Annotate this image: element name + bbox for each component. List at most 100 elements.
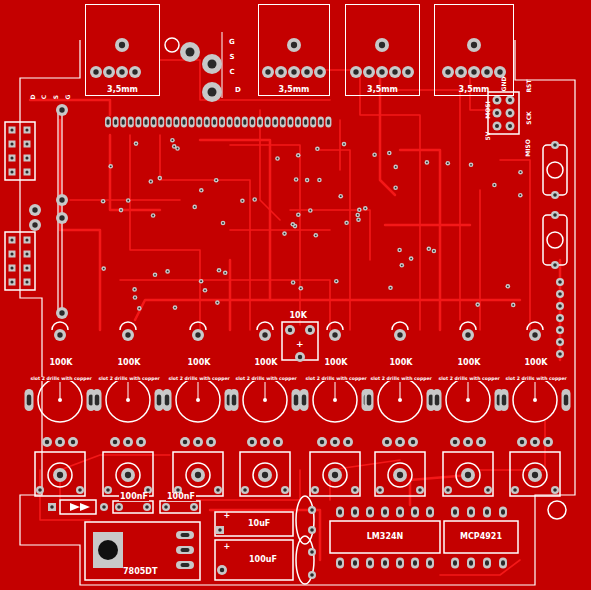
via-hole	[340, 195, 342, 197]
copper-trace	[230, 229, 330, 231]
drill-slot	[167, 119, 170, 125]
solder-pad	[234, 117, 240, 128]
solder-pad	[55, 437, 65, 447]
drill-hole	[486, 488, 490, 492]
pot-center	[263, 398, 267, 402]
solder-pad	[25, 389, 34, 411]
solder-pad	[180, 437, 190, 447]
drill-hole	[558, 328, 562, 332]
drill-hole	[195, 472, 201, 478]
pot-center	[533, 398, 537, 402]
solder-pad	[93, 389, 102, 411]
drill-hole	[398, 440, 403, 445]
via-hole	[167, 271, 169, 273]
drill-hole	[385, 440, 390, 445]
via	[305, 178, 310, 183]
drill-hole	[532, 472, 538, 478]
drill-hole	[196, 440, 201, 445]
drill-hole	[558, 304, 562, 308]
solder-pad	[336, 507, 344, 518]
jack-outline	[323, 463, 347, 487]
pot-marker	[400, 382, 401, 400]
solder-pad	[394, 329, 406, 341]
jack-footprint: 3,5mm	[85, 4, 160, 96]
pot-body	[513, 378, 557, 422]
polarity-mark: +	[224, 543, 231, 551]
solder-pad	[336, 558, 344, 569]
capacitor-outline	[215, 512, 293, 536]
solder-pad	[173, 117, 179, 128]
solder-pad	[462, 329, 474, 341]
solder-pad	[163, 389, 172, 411]
drill-hole	[263, 440, 268, 445]
solder-pad	[241, 486, 249, 494]
via-hole	[217, 302, 219, 304]
via	[133, 295, 138, 300]
pot-center	[196, 398, 200, 402]
solder-pad	[396, 507, 404, 518]
solder-pad	[158, 117, 164, 128]
via	[469, 163, 474, 168]
solder-pad	[189, 117, 195, 128]
capacitor-outline	[113, 501, 153, 513]
via-hole	[399, 249, 401, 251]
drill-hole	[25, 266, 28, 269]
solder-pad	[56, 194, 68, 206]
via-hole	[174, 307, 176, 309]
via	[172, 144, 177, 149]
pin-name: D	[235, 87, 241, 94]
via	[214, 178, 219, 183]
drill-hole	[209, 440, 214, 445]
drill-hole	[553, 143, 557, 147]
solder-pad	[24, 127, 31, 134]
solder-pad	[9, 265, 16, 272]
via	[294, 177, 299, 182]
solder-pad	[481, 66, 493, 78]
capacitor-outline	[215, 540, 293, 580]
drill-hole	[106, 69, 111, 74]
via-hole	[154, 274, 156, 276]
solder-pad	[9, 279, 16, 286]
solder-pad	[506, 122, 515, 131]
solder-pad	[54, 329, 66, 341]
board-outline	[20, 40, 575, 585]
drill-slot	[353, 560, 357, 566]
drill-hole	[353, 488, 357, 492]
solder-pad	[202, 82, 222, 102]
via	[518, 193, 523, 198]
pot-marker	[535, 382, 536, 400]
solder-pad	[376, 486, 384, 494]
solder-pad	[551, 191, 559, 199]
pot-center	[58, 398, 62, 402]
drill-hole	[218, 528, 222, 532]
pin-name: D	[30, 95, 36, 100]
pin-name: S	[53, 95, 59, 99]
drill-hole	[208, 60, 217, 69]
pot-marker	[198, 382, 199, 400]
drill-slot	[198, 119, 201, 125]
drill-slot	[294, 395, 299, 406]
pin-name: G	[65, 95, 71, 100]
drill-hole	[298, 355, 303, 360]
drill-hole	[186, 48, 195, 57]
solder-pad	[308, 526, 316, 534]
via	[355, 213, 360, 218]
solder-pad	[242, 117, 248, 128]
drill-slot	[338, 560, 342, 566]
via	[397, 248, 402, 253]
via	[427, 247, 432, 252]
solder-pad	[467, 558, 475, 569]
solder-pad	[9, 251, 16, 258]
via-hole	[401, 264, 403, 266]
solder-pad	[511, 486, 519, 494]
pot-outline	[527, 322, 543, 330]
drill-hole	[313, 488, 317, 492]
solder-pad	[272, 117, 278, 128]
drill-hole	[195, 332, 200, 337]
drill-hole	[59, 107, 64, 112]
pot-center	[466, 398, 470, 402]
via	[357, 208, 362, 213]
drill-slot	[297, 119, 300, 125]
drill-slot	[485, 560, 489, 566]
via-hole	[470, 164, 472, 166]
